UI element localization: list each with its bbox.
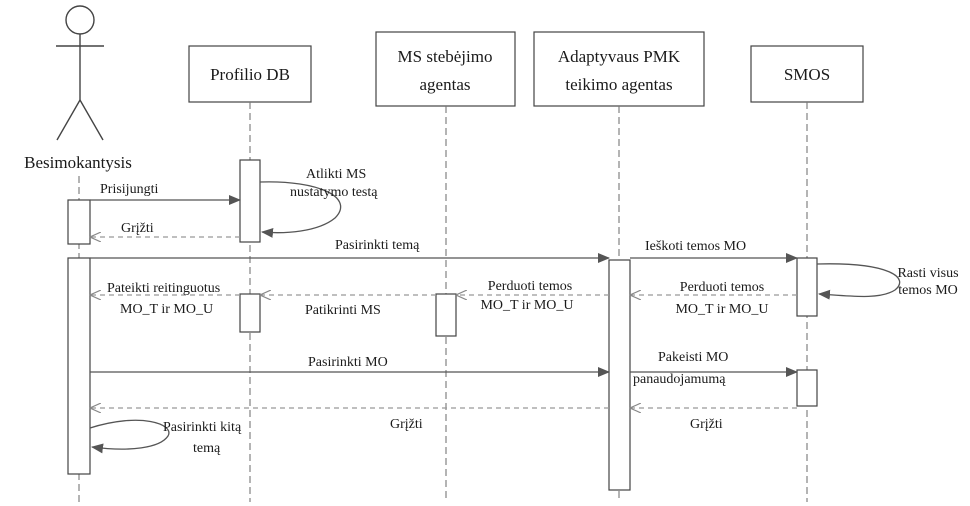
profilio-db-activation-2 xyxy=(239,293,261,333)
ms-agent-label-2: agentas xyxy=(420,75,471,94)
profilio-db-label: Profilio DB xyxy=(210,65,290,84)
msg-pakeisti-label-2: panaudojamumą xyxy=(633,372,726,387)
msg-pakeisti-label-1: Pakeisti MO xyxy=(658,350,728,365)
ms-agent-box xyxy=(375,31,516,107)
msg-atlikti-label-1: Atlikti MS xyxy=(306,167,366,182)
actor-activation-1 xyxy=(67,199,91,245)
msg-perduoti-ms-label-2: MO_T ir MO_U xyxy=(480,298,573,313)
smos-activation-1 xyxy=(796,257,818,317)
actor-label: Besimokantysis xyxy=(24,153,132,172)
profilio-db-activation-1 xyxy=(239,159,261,243)
msg-rasti-self-arrow xyxy=(816,263,901,300)
msg-pasirinkti-kita-label-1: Pasirinkti kitą xyxy=(163,420,242,435)
msg-pasirinkti-tema-label: Pasirinkti temą xyxy=(335,238,420,253)
msg-perduoti-ms-label-1: Perduoti temos xyxy=(488,279,572,294)
msg-pasirinkti-kita-self-arrow xyxy=(89,419,170,454)
msg-pasirinkti-mo-label: Pasirinkti MO xyxy=(308,355,388,370)
msg-rasti-label-1: Rasti visus xyxy=(897,266,958,281)
pmk-agent-box xyxy=(533,31,705,107)
msg-rasti-label-2: temos MO xyxy=(898,283,958,298)
msg-grizti-1-label: Grįžti xyxy=(121,221,154,236)
actor-activation-2 xyxy=(67,257,91,475)
msg-pateikti-label-2: MO_T ir MO_U xyxy=(120,302,213,317)
msg-pateikti-label-1: Pateikti reitinguotus xyxy=(107,281,220,296)
msg-atlikti-self-arrow xyxy=(259,181,342,238)
msg-grizti-3-label: Grįžti xyxy=(690,417,723,432)
ms-agent-activation xyxy=(435,293,457,337)
pmk-agent-label-2: teikimo agentas xyxy=(565,75,672,94)
smos-box xyxy=(750,45,864,103)
smos-label: SMOS xyxy=(784,65,830,84)
msg-pasirinkti-kita-label-2: temą xyxy=(193,441,221,456)
pmk-agent-activation xyxy=(608,259,631,491)
msg-perduoti-smos-label-2: MO_T ir MO_U xyxy=(675,302,768,317)
actor-figure xyxy=(56,5,104,141)
smos-activation-2 xyxy=(796,369,818,407)
msg-grizti-2-label: Grįžti xyxy=(390,417,423,432)
msg-ieskoti-label: Ieškoti temos MO xyxy=(645,239,746,254)
msg-perduoti-smos-label-1: Perduoti temos xyxy=(680,280,764,295)
msg-prisijungti-label: Prisijungti xyxy=(100,182,158,197)
profilio-db-box xyxy=(188,45,312,103)
msg-atlikti-label-2: nustatymo testą xyxy=(290,185,378,200)
ms-agent-label-1: MS stebėjimo xyxy=(398,47,493,66)
msg-patikrinti-label: Patikrinti MS xyxy=(305,303,381,318)
pmk-agent-label-1: Adaptyvaus PMK xyxy=(558,47,681,66)
